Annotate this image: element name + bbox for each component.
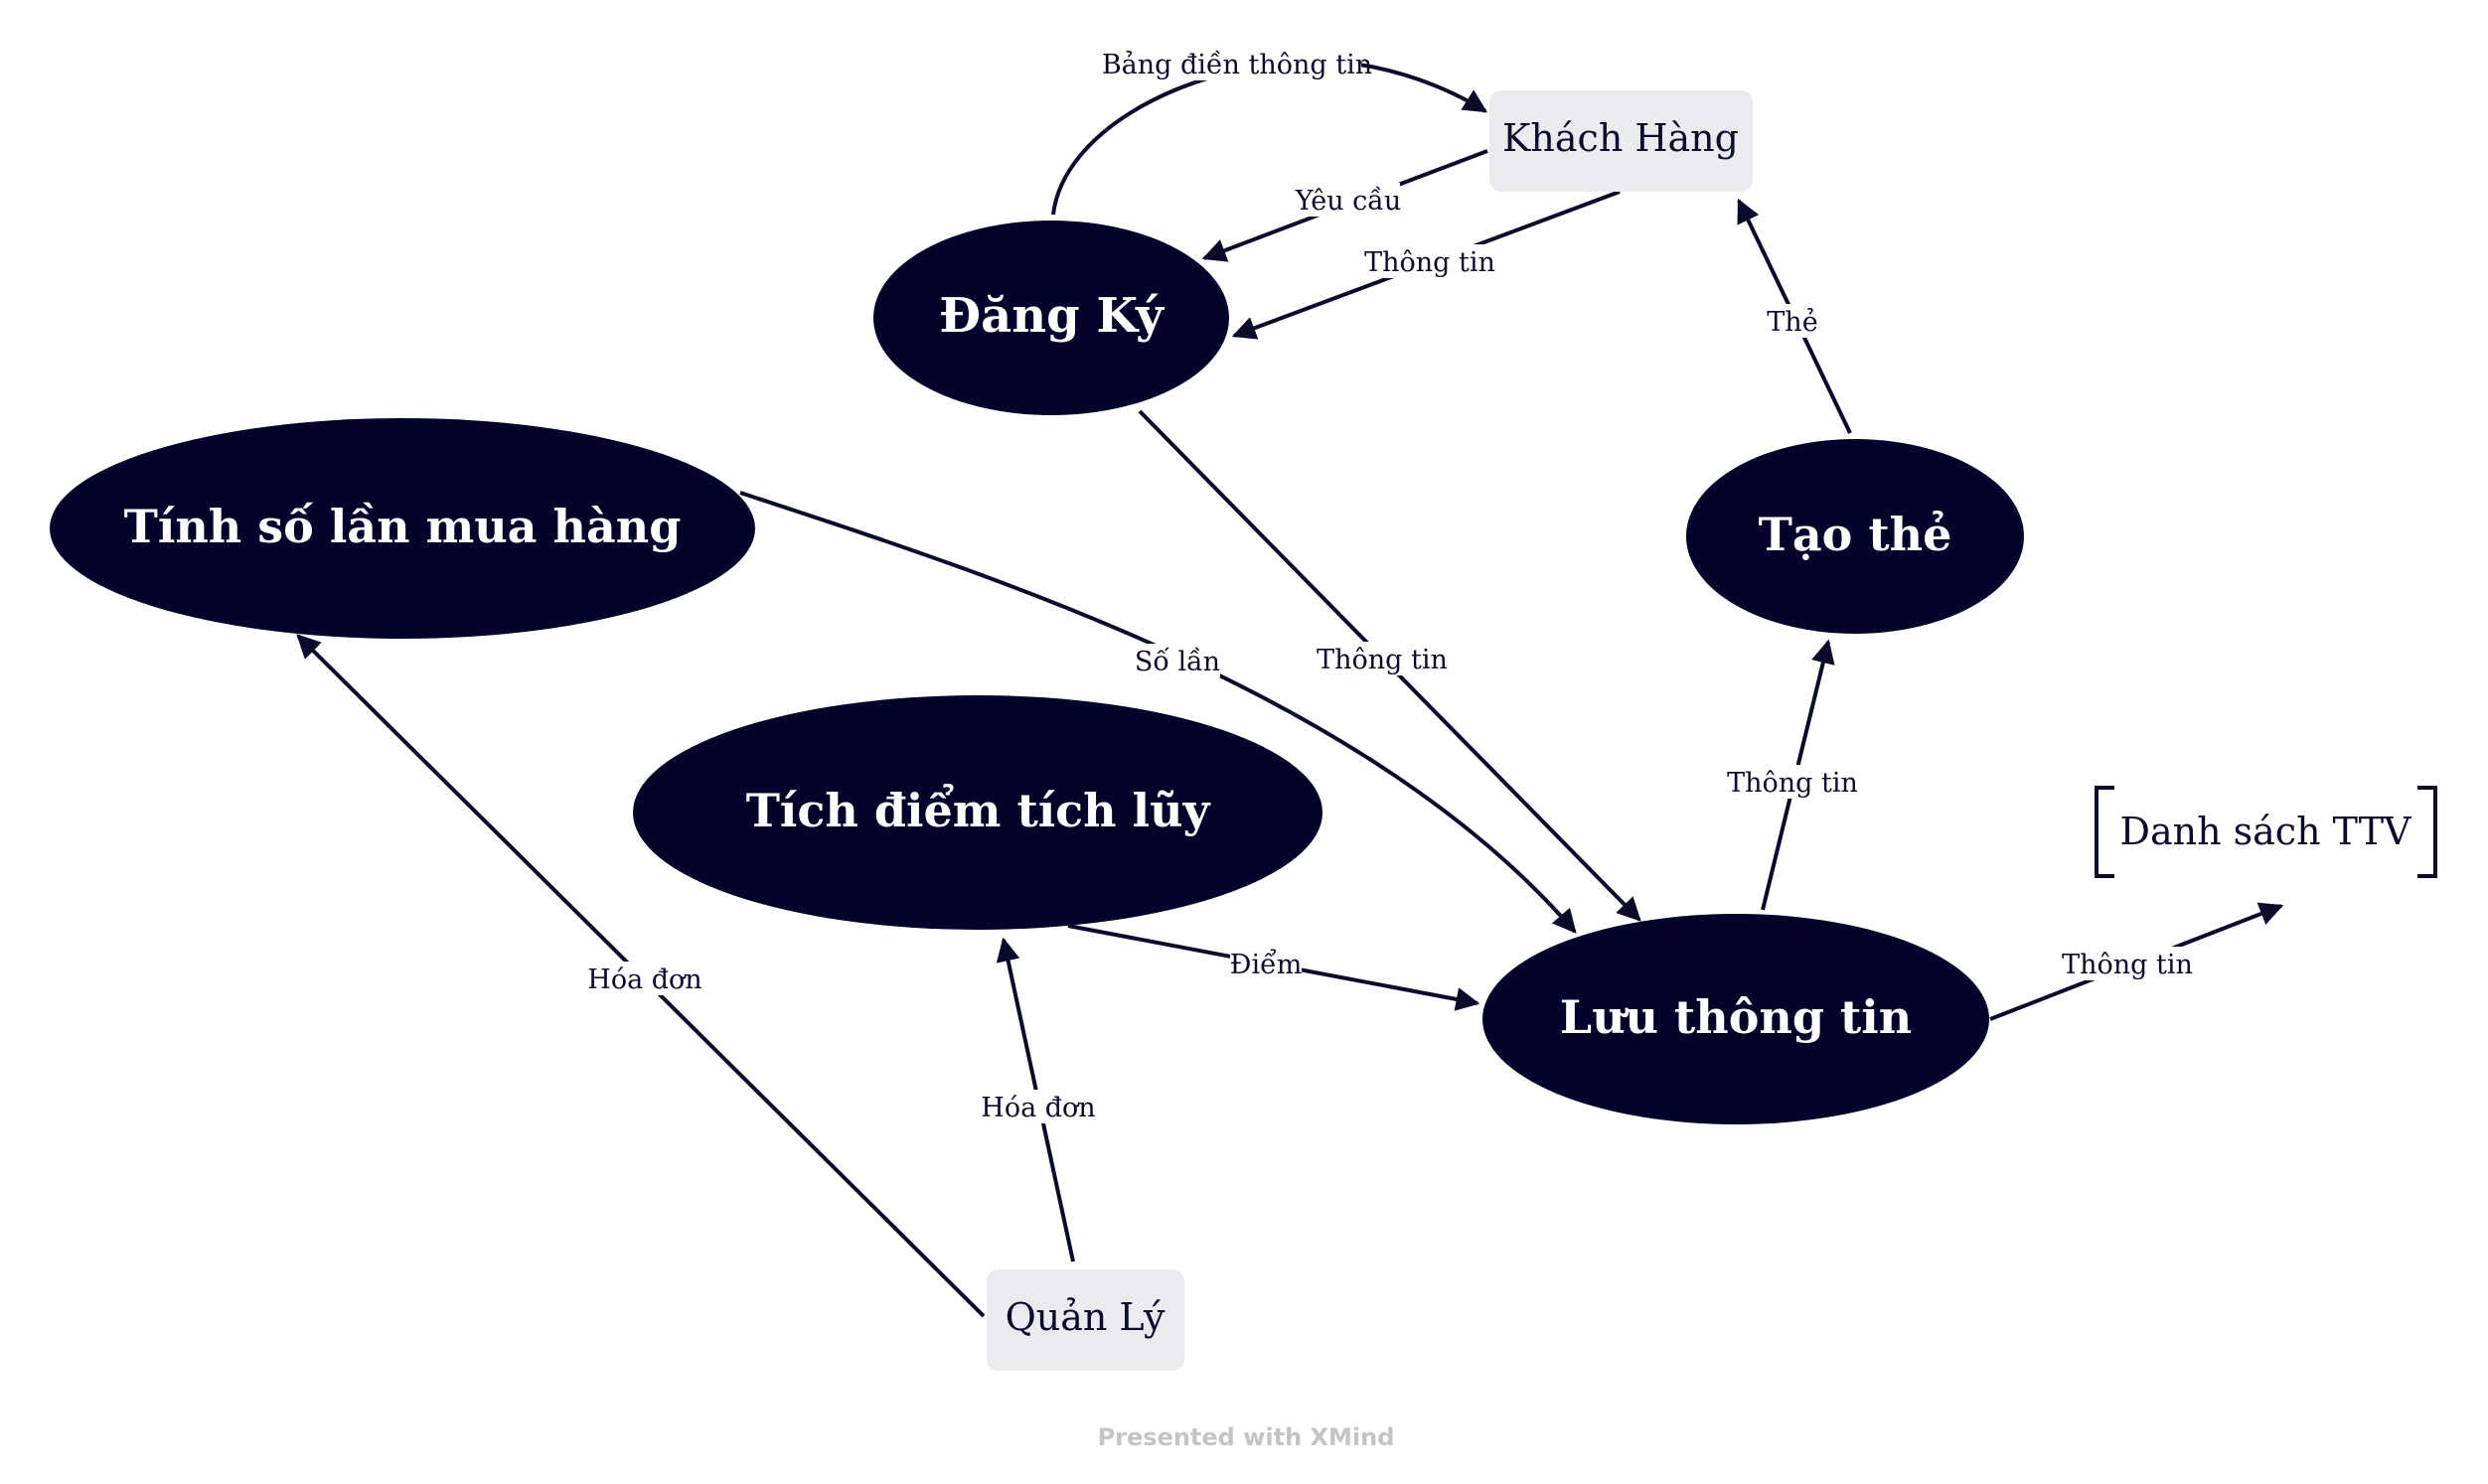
label-so-lan-text: Số lần bbox=[1135, 647, 1220, 677]
label-thong-tin-tao: Thông tin bbox=[1727, 765, 1858, 799]
label-thong-tin-kh: Thông tin bbox=[1364, 244, 1495, 278]
label-thong-tin-dk: Thông tin bbox=[1317, 642, 1448, 675]
entity-khach-hang[interactable]: Khách Hàng bbox=[1489, 90, 1753, 192]
label-hoa-don-tinh-text: Hóa đơn bbox=[587, 965, 701, 995]
label-thong-tin-dk-text: Thông tin bbox=[1317, 645, 1448, 675]
process-luu-thong-tin-label: Lưu thông tin bbox=[1560, 990, 1912, 1044]
footer-text: Presented with XMind bbox=[1098, 1423, 1395, 1451]
label-the: Thẻ bbox=[1765, 304, 1820, 338]
label-diem: Điểm bbox=[1230, 947, 1303, 980]
process-tich-diem-label: Tích điểm tích lũy bbox=[746, 783, 1211, 837]
process-luu-thong-tin[interactable]: Lưu thông tin bbox=[1482, 914, 1989, 1124]
process-tich-diem-tich-luy[interactable]: Tích điểm tích lũy bbox=[633, 695, 1322, 930]
label-hoa-don-tich-text: Hóa đơn bbox=[981, 1093, 1095, 1123]
process-tao-the[interactable]: Tạo thẻ bbox=[1686, 439, 2024, 634]
datastore-danh-sach-ttv[interactable]: Danh sách TTV bbox=[2095, 786, 2437, 878]
datastore-danh-sach-ttv-label: Danh sách TTV bbox=[2120, 810, 2412, 853]
label-hoa-don-tinh: Hóa đơn bbox=[587, 962, 702, 995]
label-hoa-don-tich: Hóa đơn bbox=[981, 1090, 1096, 1123]
label-thong-tin-kh-text: Thông tin bbox=[1364, 247, 1495, 278]
label-yeu-cau-text: Yêu cầu bbox=[1295, 186, 1401, 217]
flow-bang-dien-thong-tin bbox=[1051, 59, 1488, 216]
label-thong-tin-ds: Thông tin bbox=[2062, 947, 2193, 980]
label-thong-tin-tao-text: Thông tin bbox=[1727, 768, 1858, 799]
label-thong-tin-ds-text: Thông tin bbox=[2062, 950, 2193, 980]
process-dang-ky-label: Đăng Ký bbox=[939, 288, 1166, 344]
process-tinh-so-lan-label: Tính số lần mua hàng bbox=[124, 500, 682, 553]
label-so-lan: Số lần bbox=[1135, 644, 1220, 677]
label-the-text: Thẻ bbox=[1767, 306, 1817, 338]
process-dang-ky[interactable]: Đăng Ký bbox=[873, 221, 1229, 415]
entity-quan-ly[interactable]: Quản Lý bbox=[987, 1269, 1184, 1371]
label-bang-dien-thong-tin-text: Bảng điền thông tin bbox=[1102, 49, 1372, 80]
entity-khach-hang-label: Khách Hàng bbox=[1502, 116, 1739, 160]
label-diem-text: Điểm bbox=[1230, 948, 1303, 980]
process-tao-the-label: Tạo thẻ bbox=[1759, 508, 1952, 561]
label-yeu-cau: Yêu cầu bbox=[1295, 183, 1401, 217]
process-tinh-so-lan-mua-hang[interactable]: Tính số lần mua hàng bbox=[50, 418, 755, 639]
entity-quan-ly-label: Quản Lý bbox=[1006, 1295, 1166, 1339]
label-bang-dien-thong-tin: Bảng điền thông tin bbox=[1102, 47, 1372, 80]
